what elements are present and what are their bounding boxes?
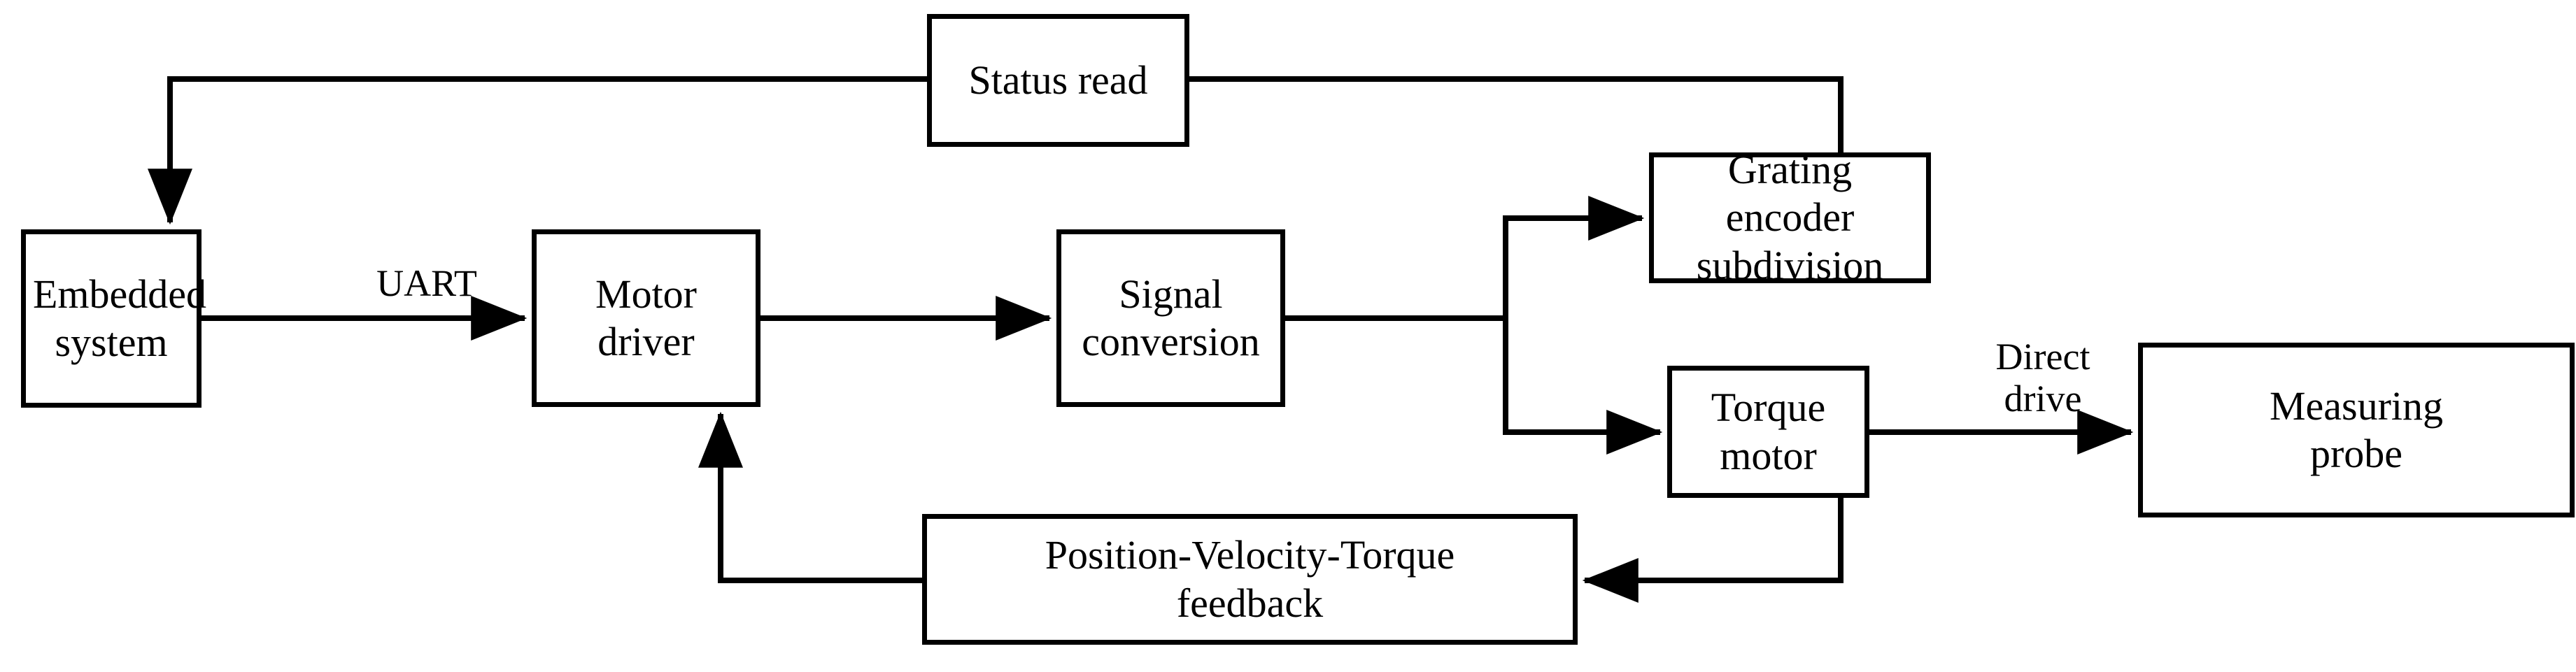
edge-junction-to-grating-encoder — [1503, 196, 1645, 318]
edge-grating-encoder-to-status-read — [1189, 76, 1843, 152]
edge-feedback-to-motor-driver — [698, 411, 922, 583]
edge-junction-to-torque-motor — [1503, 318, 1663, 455]
node-motor-driver[interactable]: Motor driver — [532, 229, 760, 407]
edge-torque-motor-to-feedback — [1582, 498, 1843, 603]
node-torque-motor-label: Torque motor — [1711, 385, 1826, 478]
edge-status-read-to-embedded-system — [148, 76, 927, 225]
node-motor-driver-label: Motor driver — [595, 271, 697, 364]
node-status-read[interactable]: Status read — [927, 14, 1189, 147]
node-status-read-label: Status read — [968, 57, 1148, 103]
node-torque-motor[interactable]: Torque motor — [1667, 366, 1869, 498]
edge-label-uart: UART — [376, 262, 477, 304]
